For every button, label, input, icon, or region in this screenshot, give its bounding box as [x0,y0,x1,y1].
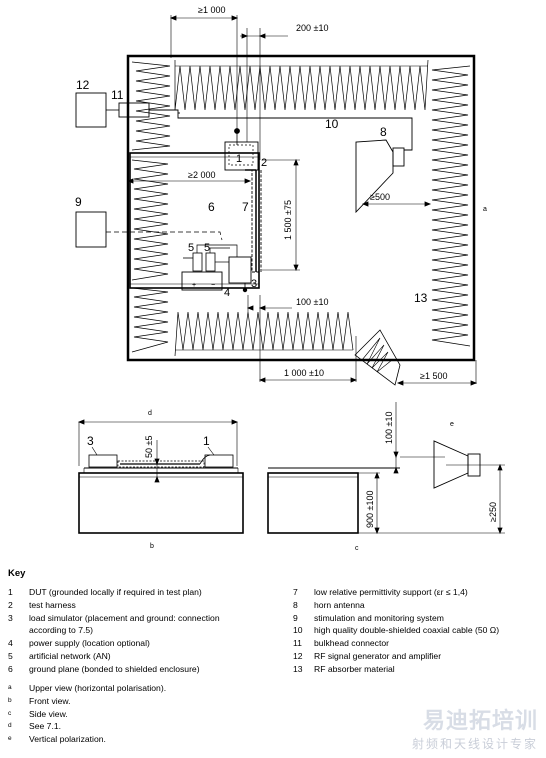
note-e: e [450,421,454,428]
ground-plane [129,152,260,289]
key-title: Key [8,568,26,579]
note-d: d [148,410,152,417]
dim-ge250: ≥250 [488,502,498,522]
front-load-simulator [88,454,118,468]
power-supply [181,271,223,291]
label-10: 10 [325,117,339,131]
svg-text:+: + [192,282,196,289]
front-table [78,472,244,534]
label-2: 2 [261,157,267,169]
load-simulator [228,256,252,284]
absorber-left-lower [131,287,169,353]
label-4: 4 [224,287,230,299]
dim-ge500: ≥500 [370,192,390,202]
dim-200: 200 ±10 [296,23,328,33]
absorber-right [431,65,471,347]
front-label-3: 3 [87,434,94,448]
label-7: 7 [242,200,249,214]
dim-1000-bottom: 1 000 ±10 [284,368,324,378]
absorber-bottom [174,311,354,357]
artificial-network-1 [192,252,203,272]
label-9: 9 [75,195,82,209]
dim-50: 50 ±5 [144,436,154,458]
label-12: 12 [76,78,90,92]
label-11: 11 [111,88,124,102]
absorber-left-middle [131,159,169,281]
front-dut [204,454,234,468]
side-table [267,472,359,534]
rf-generator [75,92,107,128]
dim-100-top: 100 ±10 [296,297,328,307]
dim-900: 900 ±100 [365,491,375,528]
svg-text:−: − [211,282,215,289]
label-6: 6 [208,200,215,214]
front-label-1: 1 [203,434,210,448]
label-5b: 5 [204,242,210,254]
absorber-top [174,59,429,111]
note-b: b [150,543,154,550]
label-13: 13 [414,291,428,305]
label-5a: 5 [188,242,194,254]
label-1: 1 [236,153,242,165]
note-c: c [355,545,359,552]
label-3: 3 [251,278,257,290]
key-item: according to 7.5) [29,625,94,636]
label-8: 8 [380,125,387,139]
test-setup-diagram: + − ≥1 000 2 [75,5,505,552]
dim-ge1000-top: ≥1 000 [198,5,225,15]
watermark-main: 易迪拓培训 [422,709,538,734]
note-a: a [483,206,487,213]
absorber-left-upper [131,61,171,151]
watermark-sub: 射频和天线设计专家 [411,737,538,751]
side-horn-antenna [433,440,469,489]
dim-1500: 1 500 ±75 [283,200,293,240]
dut [224,141,259,171]
chamber-wall [126,54,476,362]
watermark: 易迪拓培训 射频和天线设计专家 [412,703,538,752]
dim-ge2000: ≥2 000 [188,170,215,180]
stimulation-monitoring-system [75,211,107,248]
coax-cable [149,109,413,151]
artificial-network-2 [205,252,216,272]
absorber-corner [354,329,401,386]
dim-100-side: 100 ±10 [384,412,394,444]
dim-ge1500: ≥1 500 [420,371,447,381]
